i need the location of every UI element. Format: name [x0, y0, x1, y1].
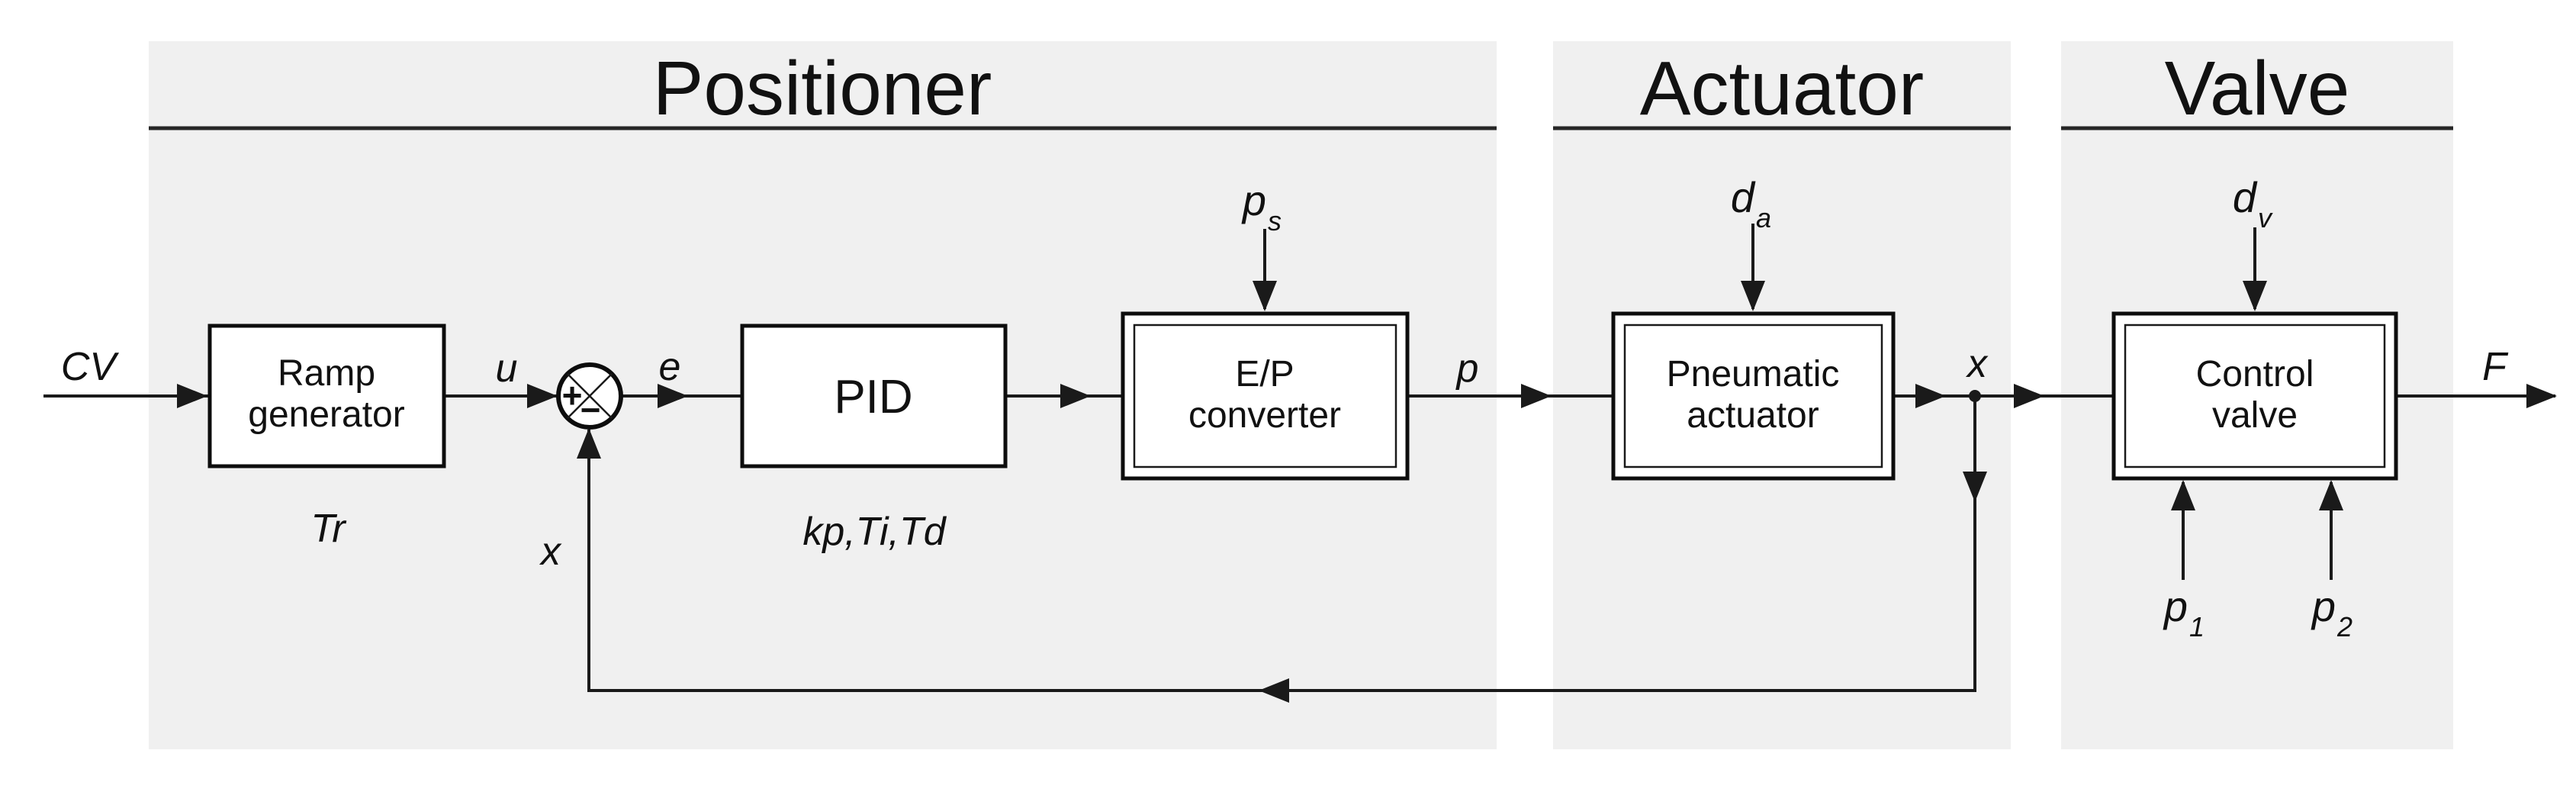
pid-output-arrowhead — [1060, 384, 1091, 408]
control-valve-block: Control valve — [2111, 311, 2398, 481]
pressure-2-base: p — [2311, 582, 2336, 630]
pneumatic-actuator-outer-box — [1611, 311, 1896, 481]
supply-pressure-base: p — [1241, 176, 1266, 224]
supply-pressure-sub: s — [1268, 205, 1282, 237]
p-signal-label: p — [1455, 346, 1479, 391]
actuator-disturbance-sub: a — [1756, 202, 1771, 233]
ramp-generator-box — [207, 324, 446, 468]
feedback-down-arrowhead — [1963, 472, 1987, 502]
control-valve-label-line2: valve — [2212, 395, 2298, 436]
valve-disturbance-label: d v — [2233, 173, 2273, 233]
pressure-1-arrowhead — [2171, 480, 2195, 510]
valve-disturbance-arrowhead — [2243, 281, 2267, 311]
ep-converter-label-line2: converter — [1188, 395, 1341, 436]
sum-input-arrowhead — [527, 384, 558, 408]
pneumatic-actuator-block: Pneumatic actuator — [1611, 311, 1896, 481]
supply-pressure-arrowhead — [1253, 281, 1277, 311]
ep-converter-inner-box — [1133, 324, 1397, 468]
error-arrowhead — [658, 384, 688, 408]
cv-input-arrowhead — [177, 384, 207, 408]
pid-params-label: kp,Ti,Td — [802, 510, 947, 554]
ramp-generator-label-line2: generator — [248, 394, 404, 435]
actuator-disturbance-base: d — [1731, 173, 1756, 221]
pressure-1-sub: 1 — [2189, 611, 2205, 642]
positioner-section-title: Positioner — [653, 46, 992, 131]
pressure-2-arrowhead — [2319, 480, 2343, 510]
e-signal-label: e — [659, 345, 681, 389]
pid-label: PID — [834, 371, 912, 423]
valve-disturbance-base: d — [2233, 173, 2258, 221]
pid-box — [740, 324, 1008, 468]
pid-block: PID — [740, 324, 1008, 468]
ep-converter-block: E/P converter — [1121, 311, 1410, 481]
pressure-2-label: p 2 — [2311, 582, 2352, 642]
feedback-up-arrowhead — [577, 428, 601, 459]
branch-dot — [1969, 390, 1981, 402]
control-valve-inner-box — [2124, 324, 2386, 468]
x-position-label: x — [1965, 342, 1989, 386]
position-arrowhead — [1915, 384, 1946, 408]
valve-input-arrowhead — [2014, 384, 2044, 408]
summing-plus-sign: + — [562, 375, 583, 415]
actuator-section-title: Actuator — [1640, 46, 1924, 131]
valve-section-title: Valve — [2165, 46, 2350, 131]
x-feedback-label: x — [539, 530, 562, 574]
summing-junction: + − — [556, 362, 623, 430]
actuator-disturbance-arrowhead — [1741, 281, 1765, 311]
pressure-1-base: p — [2163, 582, 2188, 630]
control-valve-label-line1: Control — [2196, 354, 2314, 394]
pneumatic-actuator-label-line1: Pneumatic — [1667, 354, 1840, 394]
actuator-disturbance-label: d a — [1731, 173, 1771, 233]
force-output-arrowhead — [2526, 384, 2557, 408]
cv-signal-label: CV — [61, 345, 120, 389]
pressure-2-sub: 2 — [2336, 611, 2352, 642]
ep-converter-outer-box — [1121, 311, 1410, 481]
ramp-generator-label-line1: Ramp — [278, 353, 375, 394]
u-signal-label: u — [496, 346, 518, 391]
pneumatic-actuator-label-line2: actuator — [1687, 395, 1819, 436]
control-valve-outer-box — [2111, 311, 2398, 481]
feedback-left-arrowhead — [1259, 678, 1289, 703]
summing-junction-cross-line — [567, 373, 613, 419]
ramp-generator-block: Ramp generator — [207, 324, 446, 468]
pressure-signal-arrowhead — [1521, 384, 1552, 408]
valve-disturbance-sub: v — [2258, 202, 2273, 233]
pneumatic-actuator-inner-box — [1623, 324, 1883, 468]
summing-minus-sign: − — [580, 390, 601, 430]
pressure-1-label: p 1 — [2163, 582, 2205, 642]
ep-converter-label-line1: E/P — [1235, 354, 1294, 394]
ramp-time-param-label: Tr — [310, 507, 347, 551]
supply-pressure-label: p s — [1241, 176, 1282, 237]
f-force-label: F — [2482, 345, 2509, 389]
